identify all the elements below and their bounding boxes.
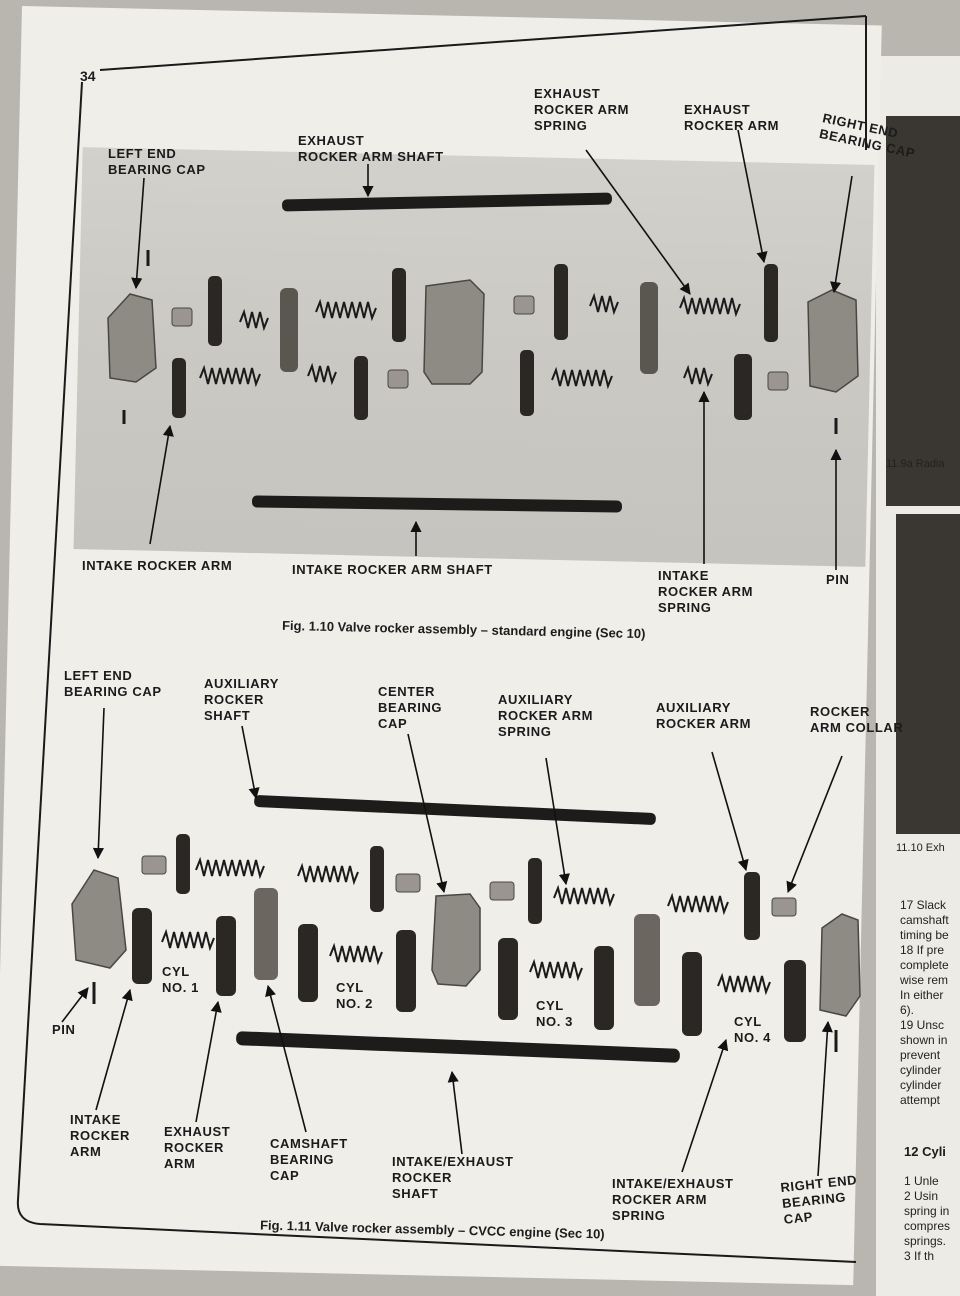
pins-2: [92, 982, 838, 1052]
fig2-label-cyl-2: CYL NO. 2: [336, 980, 373, 1011]
fig2-label-camshaft-bearing-cap: CAMSHAFT BEARING CAP: [270, 1136, 348, 1183]
fig2-label-rocker-arm-collar: ROCKER ARM COLLAR: [810, 704, 904, 735]
auxiliary-rocker-shaft-part: [254, 795, 656, 825]
fig2-label-auxiliary-rocker-arm-spring: AUXILIARY ROCKER ARM SPRING: [498, 692, 594, 739]
facing-section-heading: 12 Cyli: [904, 1144, 946, 1159]
rocker-arms-2: [132, 834, 806, 1042]
fig2-label-exhaust-rocker-arm: EXHAUST ROCKER ARM: [164, 1124, 231, 1171]
facing-photo-bottom: [896, 514, 960, 834]
facing-page: 11.9a Radia 11.10 Exh 17 Slack camshaft …: [876, 56, 960, 1296]
fig-1-10-parts: [107, 192, 859, 513]
rocker-arms: [172, 264, 778, 420]
fig2-label-left-end-bearing-cap: LEFT END BEARING CAP: [64, 668, 162, 699]
fig1-label-left-end-bearing-cap: LEFT END BEARING CAP: [108, 146, 206, 177]
facing-caption-b: 11.10 Exh: [896, 842, 945, 854]
fig2-label-cyl-1: CYL NO. 1: [162, 964, 199, 995]
fig-1-11-parts: [71, 795, 861, 1063]
fig2-label-auxiliary-rocker-arm: AUXILIARY ROCKER ARM: [656, 700, 752, 731]
fig2-label-cyl-3: CYL NO. 3: [536, 998, 573, 1029]
fig2-label-pin: PIN: [52, 1022, 76, 1037]
exhaust-rocker-arm-shaft-part: [282, 192, 612, 212]
pins: [122, 250, 838, 434]
fig1-label-exhaust-rocker-arm-spring: EXHAUST ROCKER ARM SPRING: [534, 86, 630, 133]
fig2-label-intake-rocker-arm: INTAKE ROCKER ARM: [70, 1112, 130, 1159]
fig-1-10-arrows: [131, 129, 853, 570]
intake-exhaust-rocker-shaft-part: [236, 1031, 680, 1063]
fig2-label-right-end-bearing-cap: RIGHT END BEARING CAP: [779, 1172, 858, 1227]
fig1-label-exhaust-rocker-arm-shaft: EXHAUST ROCKER ARM SHAFT: [298, 133, 444, 164]
fig1-label-intake-rocker-arm: INTAKE ROCKER ARM: [82, 558, 233, 573]
fig2-label-intake-exhaust-rocker-shaft: INTAKE/EXHAUST ROCKER SHAFT: [392, 1154, 514, 1201]
intake-rocker-arm-shaft-part: [252, 495, 622, 513]
facing-paragraphs: 17 Slack camshaft timing be 18 If pre co…: [900, 898, 949, 1107]
fig1-label-pin: PIN: [826, 572, 850, 587]
springs: [199, 292, 741, 390]
fig1-label-intake-rocker-arm-spring: INTAKE ROCKER ARM SPRING: [658, 568, 754, 615]
facing-photo-top: [886, 116, 960, 506]
fig-1-11-arrows: [61, 707, 843, 1177]
fig1-label-exhaust-rocker-arm: EXHAUST ROCKER ARM: [684, 102, 780, 133]
fig2-label-center-bearing-cap: CENTER BEARING CAP: [378, 684, 443, 731]
facing-caption-a: 11.9a Radia: [886, 458, 945, 470]
collars-2: [141, 855, 797, 917]
facing-section-text: 1 Unle 2 Usin spring in compres springs.…: [904, 1174, 951, 1263]
springs-2: [161, 856, 771, 996]
bearing-caps-2: [71, 869, 861, 1017]
page-frame: [16, 15, 867, 1263]
fig2-label-cyl-4: CYL NO. 4: [734, 1014, 771, 1045]
bearing-caps: [107, 279, 859, 393]
collars: [171, 295, 789, 391]
fig2-label-auxiliary-rocker-shaft: AUXILIARY ROCKER SHAFT: [204, 676, 279, 723]
fig2-label-intake-exhaust-rocker-arm-spring: INTAKE/EXHAUST ROCKER ARM SPRING: [612, 1176, 734, 1223]
fig1-label-intake-rocker-arm-shaft: INTAKE ROCKER ARM SHAFT: [292, 562, 493, 577]
page-number: 34: [80, 68, 96, 84]
